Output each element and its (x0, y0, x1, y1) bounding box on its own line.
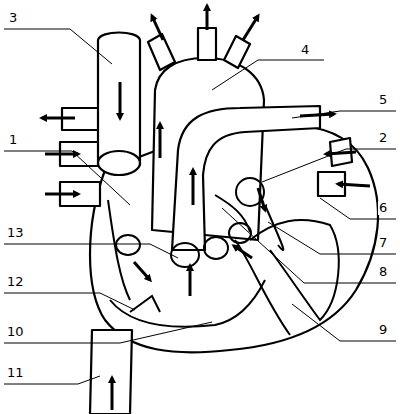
callout-number: 8 (378, 265, 388, 279)
callout-number: 10 (6, 325, 25, 339)
callout-number: 7 (378, 236, 388, 250)
callout-number: 11 (6, 366, 25, 380)
callout-number: 2 (378, 131, 388, 145)
callout-number: 12 (6, 275, 25, 289)
callout-number: 5 (378, 93, 388, 107)
callout-number: 9 (378, 323, 388, 337)
callout-number: 6 (378, 201, 388, 215)
callout-number: 1 (8, 133, 18, 147)
callout-number: 3 (8, 11, 18, 25)
callout-number: 13 (6, 226, 25, 240)
callout-number: 4 (300, 43, 310, 57)
